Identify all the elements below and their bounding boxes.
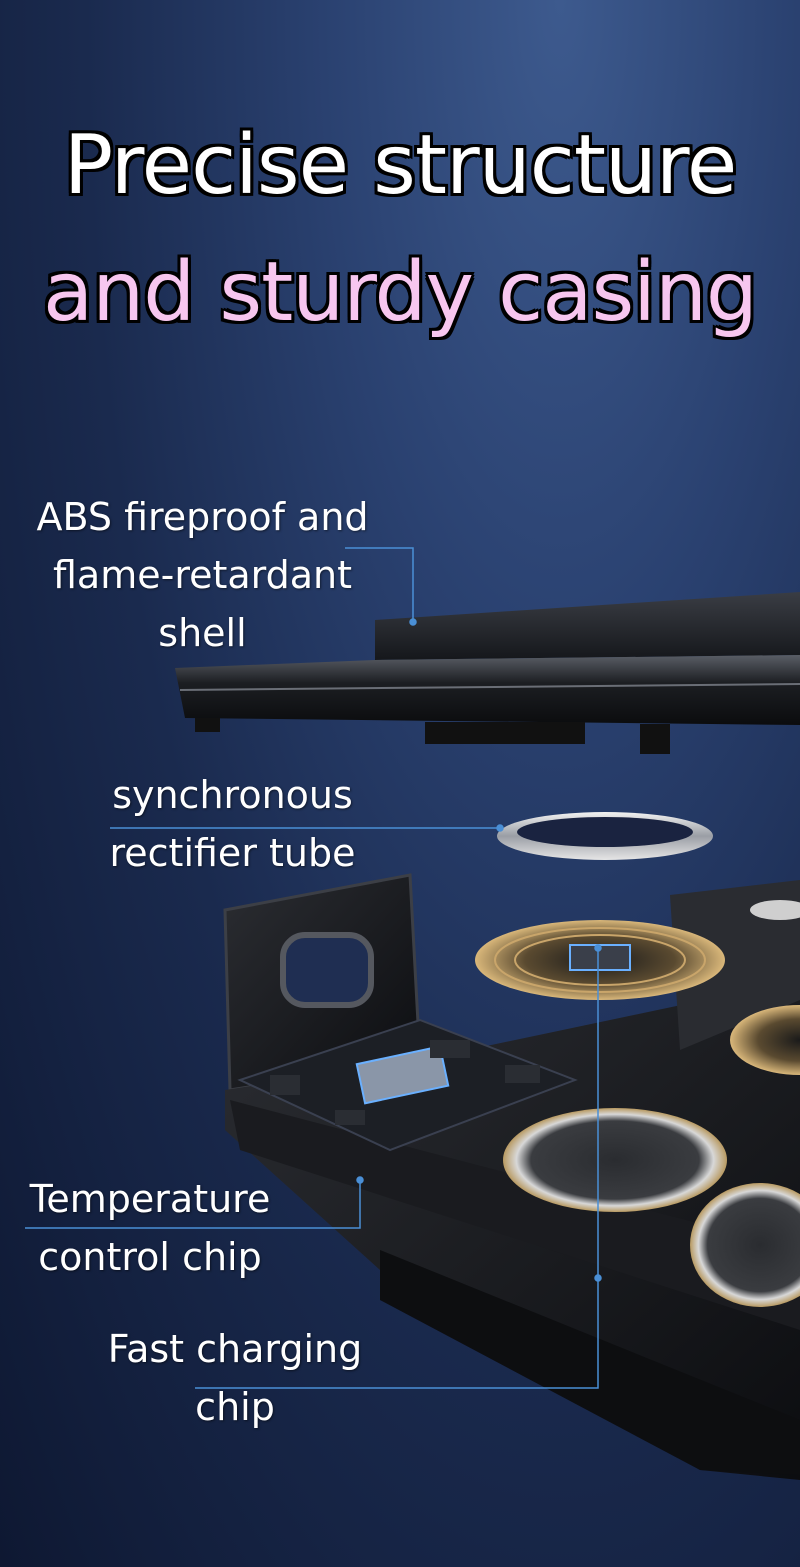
callout-temperature-chip: Temperature control chip (20, 1170, 280, 1286)
callout-rectifier-line-1: synchronous (112, 773, 353, 817)
callout-shell-line-2: flame-retardant (52, 553, 353, 597)
charging-pads (503, 1108, 800, 1307)
callout-shell-line-1: ABS fireproof and (36, 495, 369, 539)
callout-temperature-line-2: control chip (38, 1235, 262, 1279)
callout-rectifier: synchronous rectifier tube (100, 766, 365, 882)
pcb-board (237, 1018, 578, 1152)
wireless-coil-top (475, 920, 725, 1000)
callout-shell-line-3: shell (158, 611, 247, 655)
wireless-coil-right (730, 1005, 800, 1075)
leader-lines (25, 547, 602, 1389)
callout-rectifier-line-2: rectifier tube (109, 831, 356, 875)
headline-line-2: and sturdy casing (43, 245, 758, 340)
callout-fast-charging-line-2: chip (195, 1385, 275, 1429)
callout-temperature-line-1: Temperature (29, 1177, 271, 1221)
rectifier-ring (497, 812, 713, 860)
callout-fast-charging-chip: Fast charging chip (90, 1320, 380, 1436)
callout-shell: ABS fireproof and flame-retardant shell (25, 488, 380, 662)
callout-fast-charging-line-1: Fast charging (107, 1327, 363, 1371)
headline-line-1: Precise structure (63, 118, 738, 213)
top-shell (175, 592, 800, 754)
